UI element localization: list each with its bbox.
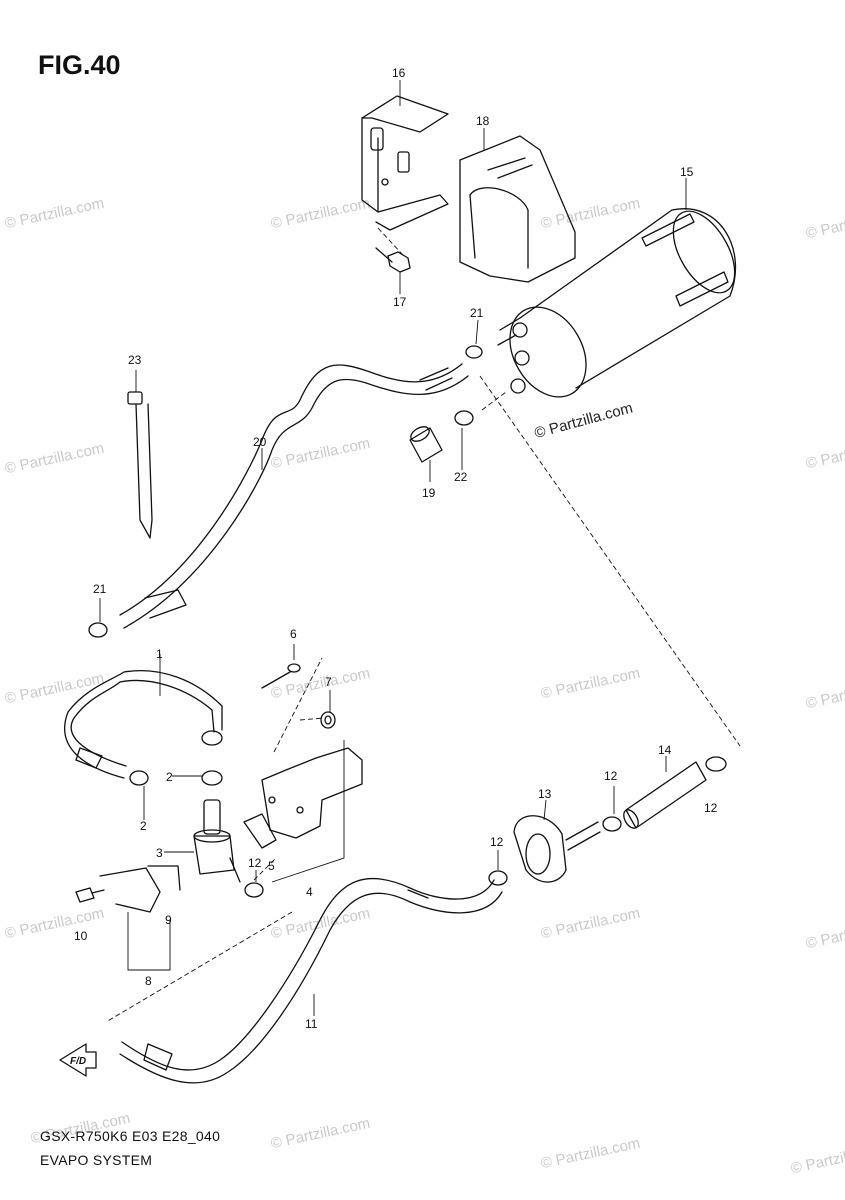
cover-part-18 bbox=[459, 135, 576, 283]
cap-part-19 bbox=[409, 426, 443, 463]
valve-part-3 bbox=[193, 799, 241, 883]
callout-12b: 12 bbox=[490, 835, 504, 849]
callout-21a: 21 bbox=[470, 306, 484, 320]
callout-2a: 2 bbox=[166, 770, 173, 784]
callout-8: 8 bbox=[145, 974, 152, 988]
callout-2b: 2 bbox=[140, 819, 147, 833]
hose-part-11 bbox=[119, 877, 503, 1084]
clamp-part-2 bbox=[129, 770, 223, 786]
callout-7: 7 bbox=[325, 675, 332, 689]
figure-title: FIG.40 bbox=[38, 50, 121, 80]
callout-16: 16 bbox=[392, 66, 406, 80]
callout-20: 20 bbox=[253, 435, 267, 449]
callout-3: 3 bbox=[156, 846, 163, 860]
bracket-part-4 bbox=[261, 747, 363, 839]
callout-10: 10 bbox=[74, 929, 88, 943]
rivet-part-6 bbox=[261, 663, 301, 689]
section-name: EVAPO SYSTEM bbox=[40, 1152, 153, 1168]
front-direction-label: F/D bbox=[70, 1056, 86, 1067]
bracket-part-16 bbox=[361, 95, 449, 231]
callout-19: 19 bbox=[422, 486, 436, 500]
clamp-part-12 bbox=[244, 756, 727, 898]
callout-13: 13 bbox=[538, 787, 552, 801]
callout-9: 9 bbox=[165, 913, 172, 927]
callout-23: 23 bbox=[128, 353, 142, 367]
callout-21b: 21 bbox=[93, 582, 107, 596]
model-code: GSX-R750K6 E03 E28_040 bbox=[40, 1128, 221, 1144]
clamp-part-22 bbox=[454, 410, 474, 426]
callout-4: 4 bbox=[306, 885, 313, 899]
callout-12d: 12 bbox=[704, 801, 718, 815]
callout-12c: 12 bbox=[604, 769, 618, 783]
clamp-part-21 bbox=[88, 345, 483, 638]
clamp-part-9 bbox=[99, 865, 181, 913]
front-direction-arrow bbox=[59, 1043, 97, 1077]
bracket-part-5 bbox=[243, 813, 277, 849]
callout-18: 18 bbox=[476, 114, 490, 128]
callout-14: 14 bbox=[658, 743, 672, 757]
callout-1: 1 bbox=[156, 647, 163, 661]
valve-part-13 bbox=[513, 815, 601, 883]
hose-part-1 bbox=[64, 670, 223, 779]
callout-17: 17 bbox=[393, 295, 407, 309]
bolt-part-17 bbox=[375, 247, 411, 273]
hose-part-20 bbox=[119, 363, 469, 629]
tube-part-14 bbox=[623, 761, 707, 829]
washer-part-7 bbox=[320, 711, 336, 729]
callout-22: 22 bbox=[454, 470, 468, 484]
callout-6: 6 bbox=[290, 627, 297, 641]
canister-part-15 bbox=[497, 208, 737, 398]
screw-part-10 bbox=[75, 887, 105, 903]
callout-15: 15 bbox=[680, 165, 694, 179]
callout-5: 5 bbox=[268, 859, 275, 873]
callout-12a: 12 bbox=[248, 856, 262, 870]
cable-tie-part-23 bbox=[127, 391, 153, 539]
callout-11: 11 bbox=[305, 1017, 318, 1031]
